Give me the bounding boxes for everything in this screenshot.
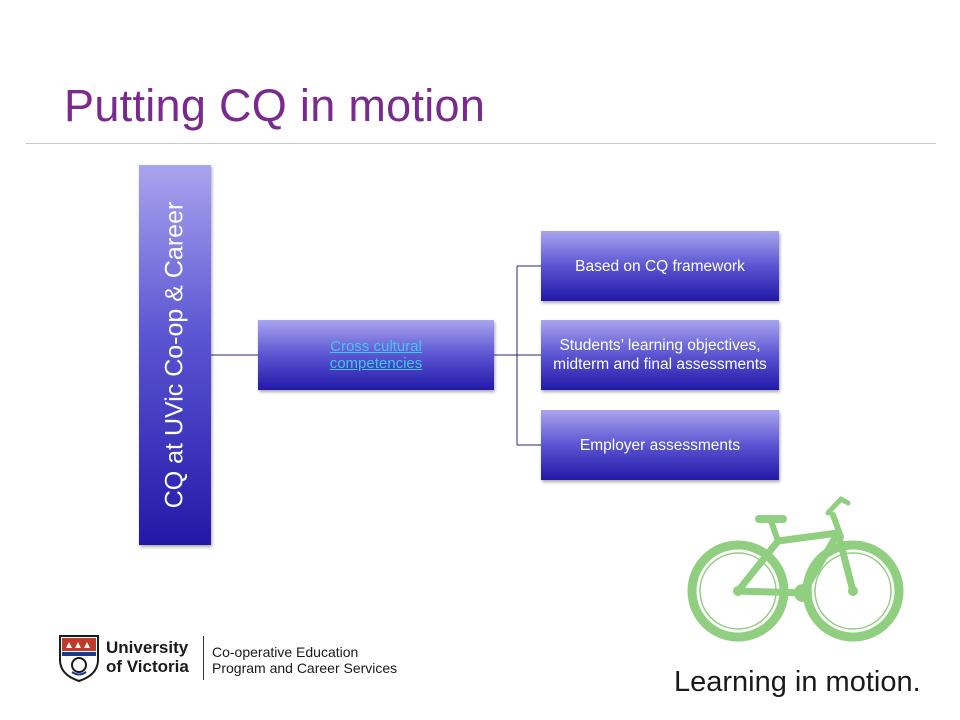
university-name-line-1: University xyxy=(106,638,189,657)
cross-cultural-competencies-link[interactable]: Cross cultural competencies xyxy=(329,338,423,372)
diagram-middle-node: Cross cultural competencies xyxy=(258,320,494,390)
diagram-leaf-node-3: Employer assessments xyxy=(541,410,779,480)
diagram-leaf-node-2: Students’ learning objectives, midterm a… xyxy=(541,320,779,390)
footer-divider xyxy=(203,636,204,680)
department-name: Co-operative Education Program and Caree… xyxy=(212,644,397,676)
leaf-node-3-label: Employer assessments xyxy=(579,436,741,454)
root-node-label: CQ at UVic Co-op & Career xyxy=(160,201,189,509)
diagram-leaf-node-1: Based on CQ framework xyxy=(541,231,779,301)
university-name-line-2: of Victoria xyxy=(106,657,189,676)
diagram-root-node: CQ at UVic Co-op & Career xyxy=(139,165,211,545)
leaf-node-2-label: Students’ learning objectives, midterm a… xyxy=(553,337,767,373)
slide-title: Putting CQ in motion xyxy=(64,80,486,131)
university-name: University of Victoria xyxy=(106,638,189,676)
department-name-line-1: Co-operative Education xyxy=(212,644,359,660)
title-divider xyxy=(26,143,936,144)
department-name-line-2: Program and Career Services xyxy=(212,660,398,676)
tagline: Learning in motion. xyxy=(674,666,921,698)
uvic-crest-logo xyxy=(59,635,99,682)
bicycle-icon xyxy=(687,496,904,642)
leaf-node-1-label: Based on CQ framework xyxy=(575,257,745,275)
